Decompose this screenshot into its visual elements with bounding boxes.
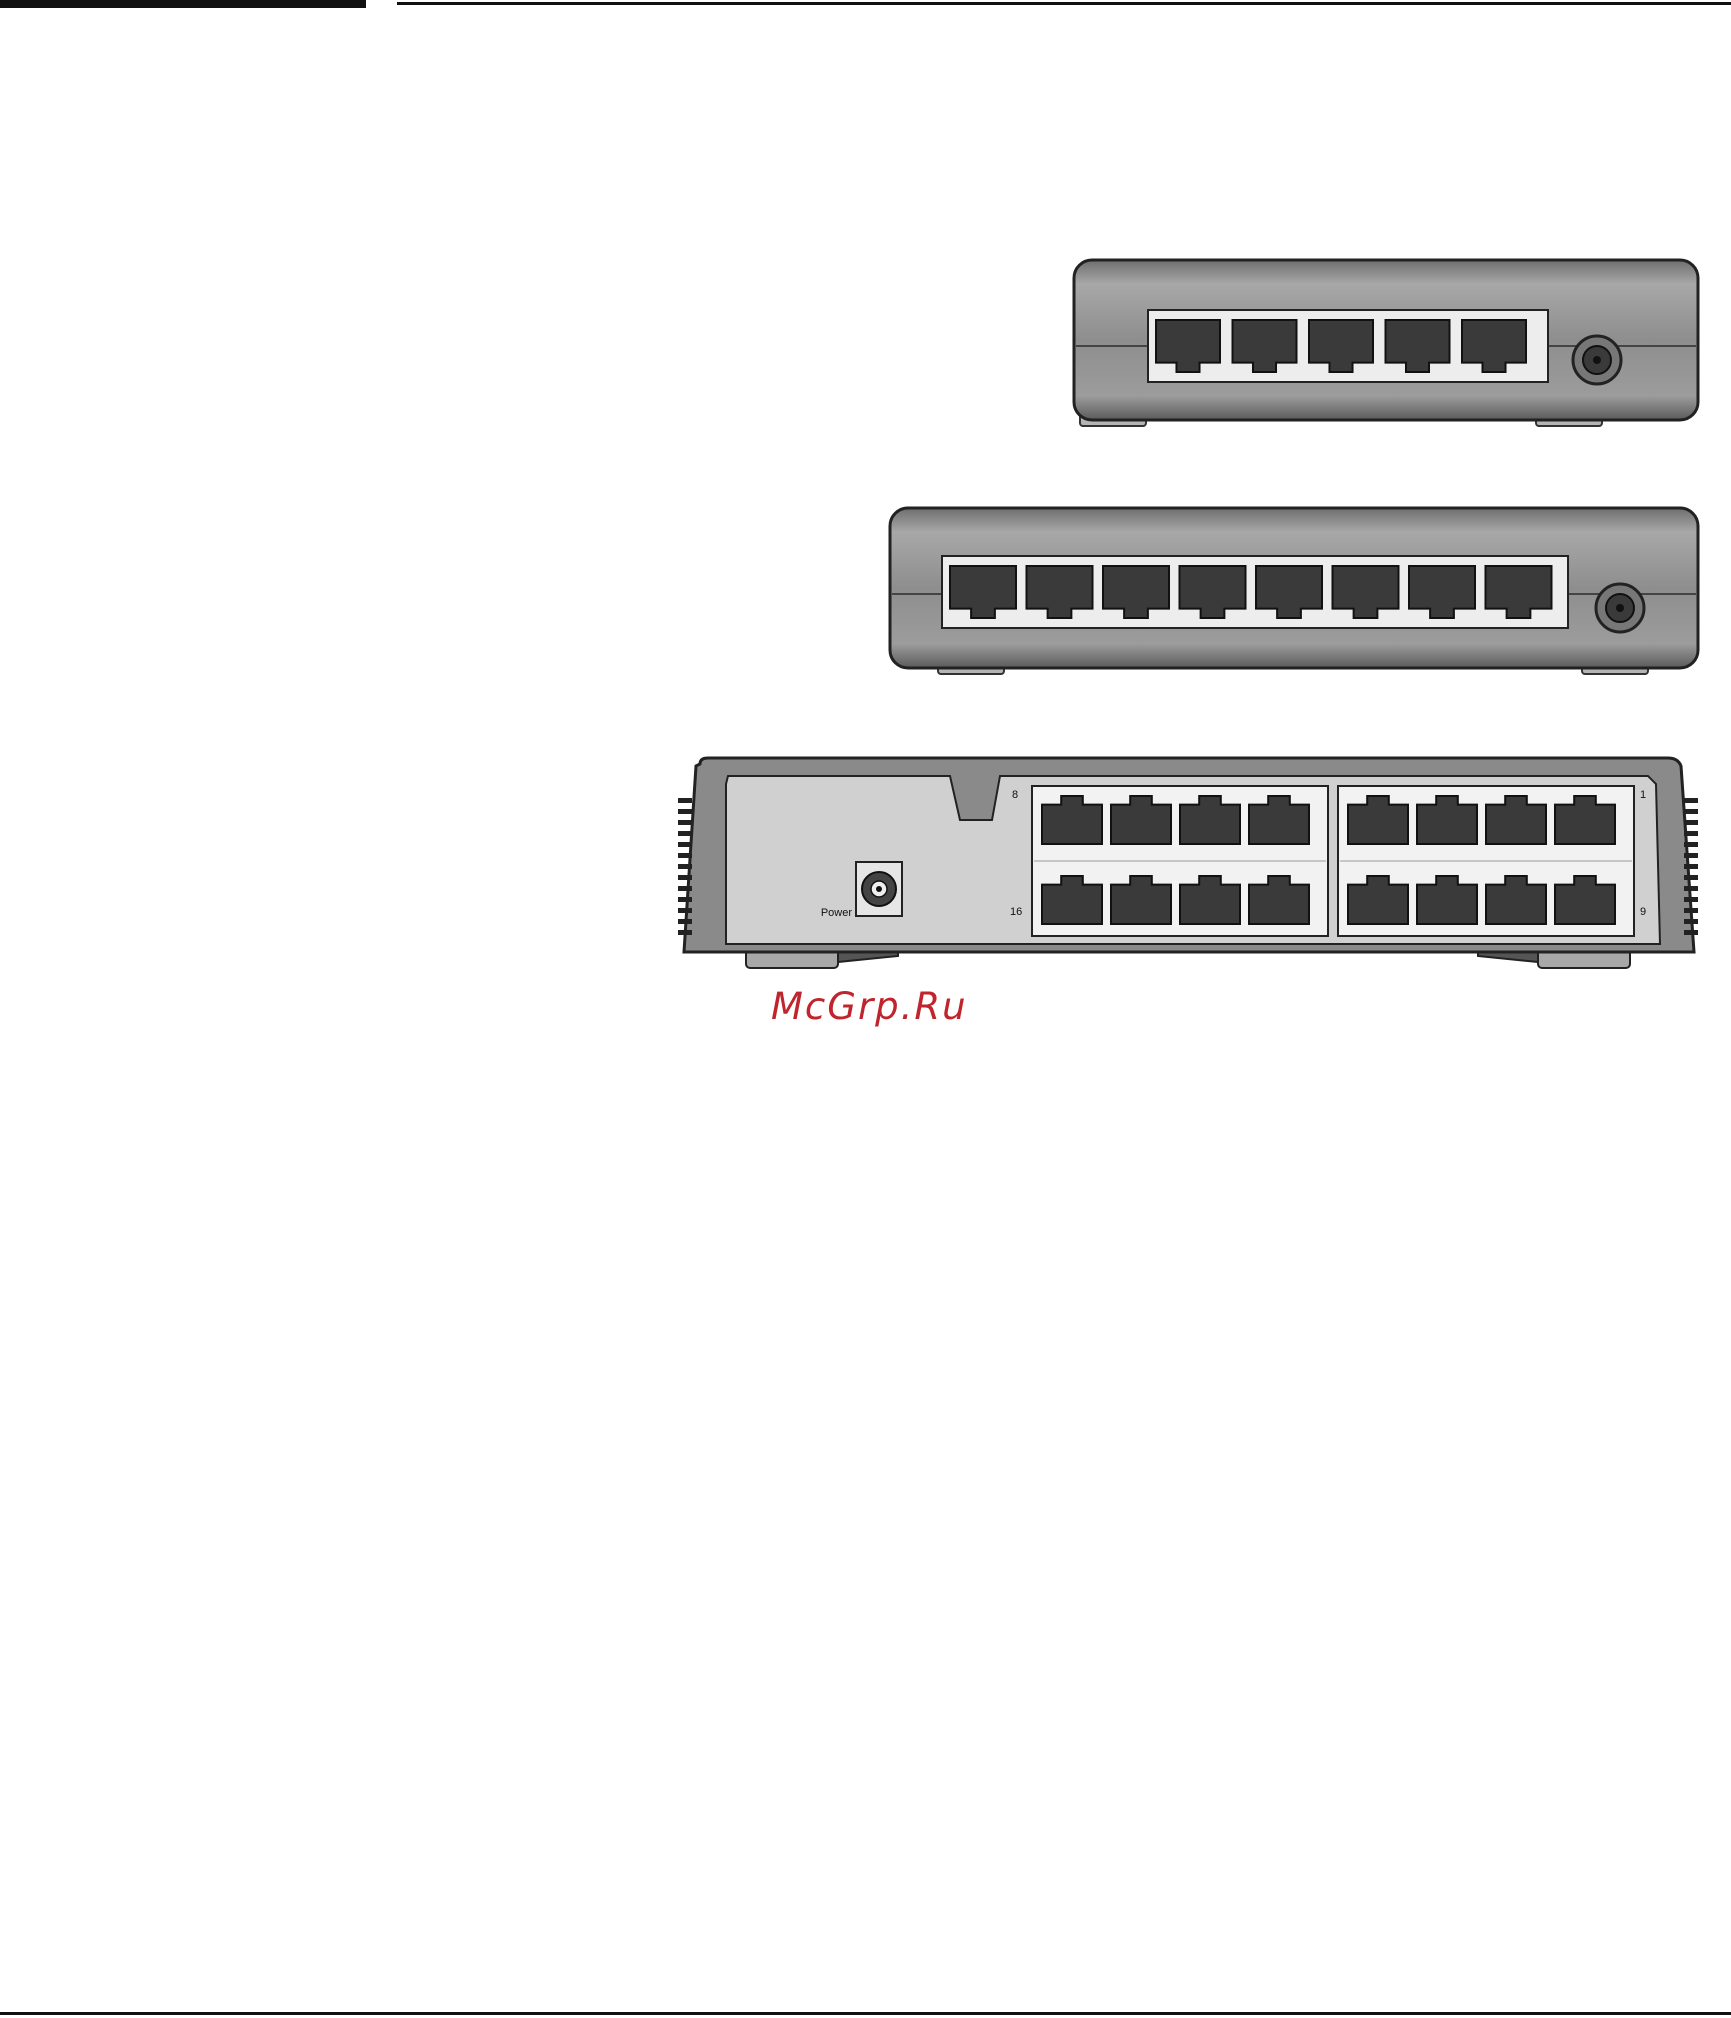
vent-slot [678, 853, 692, 858]
power-label: Power [821, 907, 853, 919]
vent-slot [1684, 919, 1698, 924]
vent-slot [678, 875, 692, 880]
vent-slot [1684, 875, 1698, 880]
vent-slot [678, 930, 692, 935]
vent-slot [1684, 820, 1698, 825]
vent-slot [1684, 842, 1698, 847]
vent-slot [678, 809, 692, 814]
switch-8-port-rear-view [888, 506, 1700, 684]
vent-slot [678, 798, 692, 803]
switch-16-port-rear-view: Power 8 16 1 9 [678, 756, 1698, 974]
vent-slot [678, 919, 692, 924]
vent-slot [1684, 886, 1698, 891]
port-number-top-right: 1 [1640, 789, 1646, 801]
vent-slot [1684, 809, 1698, 814]
vent-slot [678, 842, 692, 847]
port-number-top-left: 8 [1012, 789, 1018, 801]
vent-slot [1684, 930, 1698, 935]
vent-slot [1684, 908, 1698, 913]
vent-slot [1684, 864, 1698, 869]
footer-rule [0, 2012, 1731, 2015]
switch-5-port-rear-view [1072, 258, 1700, 436]
port-number-bottom-left: 16 [1010, 906, 1022, 918]
vent-slot [678, 897, 692, 902]
vent-slot [1684, 853, 1698, 858]
vent-slot [678, 864, 692, 869]
vent-slot [678, 820, 692, 825]
header-rule-thick [0, 0, 366, 8]
vent-slot [678, 886, 692, 891]
vent-slot [1684, 798, 1698, 803]
header-rule-thin [397, 2, 1731, 5]
vent-slot [1684, 831, 1698, 836]
vent-slot [1684, 897, 1698, 902]
port-number-bottom-right: 9 [1640, 906, 1646, 918]
vent-slot [678, 908, 692, 913]
vent-slot [678, 831, 692, 836]
watermark-text: McGrp.Ru [771, 985, 968, 1028]
